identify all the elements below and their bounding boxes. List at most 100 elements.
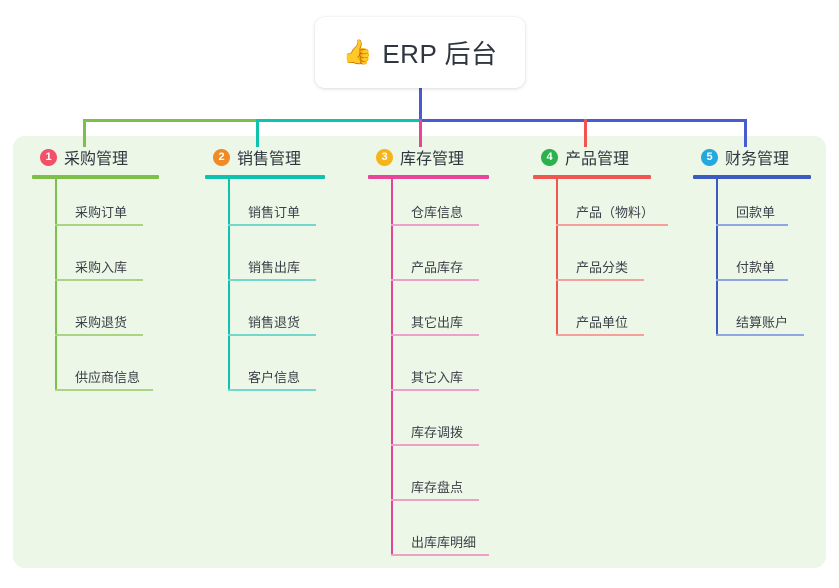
leaf-node[interactable]: 产品单位: [556, 289, 688, 344]
column-title: 库存管理: [400, 151, 465, 168]
column-body: 采购订单采购入库采购退货供应商信息: [55, 179, 187, 399]
column-header[interactable]: 4 产品管理: [541, 145, 688, 169]
leaf-node-label: 结算账户: [736, 315, 789, 330]
leaf-node[interactable]: 销售出库: [228, 234, 360, 289]
leaf-node[interactable]: 客户信息: [228, 344, 360, 399]
column-index-badge: 5: [701, 148, 718, 166]
leaf-node-label: 产品分类: [576, 260, 629, 275]
leaf-node[interactable]: 销售退货: [228, 289, 360, 344]
root-stem-connector: [419, 88, 422, 121]
leaf-node-rule: [716, 334, 804, 336]
leaf-node-rule: [391, 224, 479, 226]
column-库存管理: 3 库存管理仓库信息产品库存其它出库其它入库库存调拨库存盘点出库库明细: [368, 145, 523, 564]
column-财务管理: 5 财务管理回款单付款单结算账户: [693, 145, 839, 344]
drop-connector-4: [584, 119, 587, 147]
drop-connector-1: [83, 119, 86, 147]
leaf-node[interactable]: 付款单: [716, 234, 839, 289]
column-title: 销售管理: [237, 151, 302, 168]
leaf-node-label: 销售出库: [248, 260, 301, 275]
drop-connector-2: [256, 119, 259, 147]
column-header-rule: [533, 175, 651, 179]
leaf-node[interactable]: 出库库明细: [391, 509, 523, 564]
leaf-node-label: 库存调拨: [411, 425, 464, 440]
leaf-node[interactable]: 结算账户: [716, 289, 839, 344]
leaf-node-rule: [391, 389, 479, 391]
column-spine: [55, 179, 57, 391]
column-销售管理: 2 销售管理销售订单销售出库销售退货客户信息: [205, 145, 360, 399]
leaf-node-rule: [556, 224, 668, 226]
leaf-node[interactable]: 产品分类: [556, 234, 688, 289]
bus-segment-teal: [256, 119, 421, 122]
leaf-node-rule: [55, 389, 153, 391]
leaf-node[interactable]: 库存调拨: [391, 399, 523, 454]
column-title: 产品管理: [565, 151, 630, 168]
leaf-node-rule: [55, 279, 143, 281]
column-header[interactable]: 1 采购管理: [40, 145, 187, 169]
column-title: 财务管理: [725, 151, 790, 168]
leaf-node[interactable]: 采购退货: [55, 289, 187, 344]
leaf-node-rule: [228, 224, 316, 226]
column-index-badge: 2: [213, 148, 230, 166]
leaf-node-label: 库存盘点: [411, 480, 464, 495]
leaf-node-rule: [228, 334, 316, 336]
diagram-panel: [13, 136, 826, 568]
leaf-node-label: 其它入库: [411, 370, 464, 385]
column-采购管理: 1 采购管理采购订单采购入库采购退货供应商信息: [32, 145, 187, 399]
leaf-node-rule: [391, 279, 479, 281]
column-产品管理: 4 产品管理产品（物料） 产品分类产品单位: [533, 145, 688, 344]
column-index-badge: 1: [40, 148, 57, 166]
column-body: 产品（物料） 产品分类产品单位: [556, 179, 688, 344]
leaf-node-rule: [391, 554, 489, 556]
leaf-node[interactable]: 采购订单: [55, 179, 187, 234]
leaf-node[interactable]: 销售订单: [228, 179, 360, 234]
leaf-node[interactable]: 其它出库: [391, 289, 523, 344]
leaf-node-label: 其它出库: [411, 315, 464, 330]
column-spine: [556, 179, 558, 336]
leaf-node-label: 采购入库: [75, 260, 128, 275]
leaf-node-label: 采购退货: [75, 315, 128, 330]
leaf-node[interactable]: 仓库信息: [391, 179, 523, 234]
leaf-node[interactable]: 库存盘点: [391, 454, 523, 509]
leaf-node[interactable]: 产品（物料）: [556, 179, 688, 234]
column-header[interactable]: 3 库存管理: [376, 145, 523, 169]
column-index-badge: 4: [541, 148, 558, 166]
leaf-node[interactable]: 产品库存: [391, 234, 523, 289]
leaf-node-rule: [55, 224, 143, 226]
drop-connector-5: [744, 119, 747, 147]
leaf-node-label: 销售订单: [248, 205, 301, 220]
leaf-node-label: 回款单: [736, 205, 776, 220]
column-header[interactable]: 2 销售管理: [213, 145, 360, 169]
leaf-node[interactable]: 供应商信息: [55, 344, 187, 399]
leaf-node-rule: [716, 224, 788, 226]
column-body: 仓库信息产品库存其它出库其它入库库存调拨库存盘点出库库明细: [391, 179, 523, 564]
leaf-node-label: 产品（物料）: [576, 205, 655, 220]
leaf-node-rule: [391, 334, 479, 336]
column-header-rule: [205, 175, 325, 179]
leaf-node-rule: [556, 334, 644, 336]
leaf-node-label: 付款单: [736, 260, 776, 275]
leaf-node-rule: [228, 389, 316, 391]
bus-segment-green: [83, 119, 258, 122]
thumbs-up-icon: 👍: [342, 38, 373, 66]
leaf-node-rule: [55, 334, 143, 336]
leaf-node-rule: [391, 499, 479, 501]
leaf-node[interactable]: 其它入库: [391, 344, 523, 399]
column-header[interactable]: 5 财务管理: [701, 145, 839, 169]
column-header-rule: [32, 175, 159, 179]
column-title: 采购管理: [64, 151, 129, 168]
leaf-node-label: 产品库存: [411, 260, 464, 275]
leaf-node[interactable]: 采购入库: [55, 234, 187, 289]
bus-segment-blue: [419, 119, 746, 122]
leaf-node[interactable]: 回款单: [716, 179, 839, 234]
column-header-rule: [693, 175, 811, 179]
column-body: 销售订单销售出库销售退货客户信息: [228, 179, 360, 399]
drop-connector-3: [419, 119, 422, 147]
column-spine: [228, 179, 230, 391]
column-spine: [716, 179, 718, 336]
leaf-node-label: 仓库信息: [411, 205, 464, 220]
column-index-badge: 3: [376, 148, 393, 166]
column-body: 回款单付款单结算账户: [716, 179, 839, 344]
leaf-node-label: 出库库明细: [411, 535, 477, 550]
root-node[interactable]: 👍 ERP 后台: [315, 17, 525, 88]
